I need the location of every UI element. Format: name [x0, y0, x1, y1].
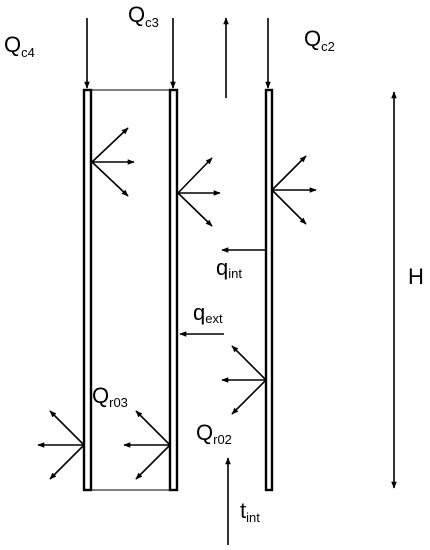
label-tint: tint — [240, 498, 260, 525]
label-height: H — [408, 264, 424, 289]
label-qr03: Qr03 — [92, 383, 128, 410]
label-qc2: Qc2 — [304, 26, 335, 54]
label-qint: qint — [216, 255, 242, 281]
radiation-fan-wall2-upper — [177, 157, 221, 227]
radiation-fan-wall2-lower — [123, 410, 171, 480]
label-qext: qext — [193, 300, 223, 326]
wall-1 — [82, 88, 93, 492]
label-qc4: Qc4 — [4, 32, 35, 60]
label-qr02: Qr02 — [196, 420, 232, 447]
wall-2 — [168, 88, 179, 492]
wall-3 — [264, 88, 274, 492]
radiation-fan-wall3-lower — [221, 345, 267, 415]
radiation-fan-wall1-upper — [91, 127, 135, 197]
radiation-fan-wall1-lower — [37, 410, 85, 480]
radiation-fan-wall3-upper — [271, 155, 317, 225]
label-qc3: Qc3 — [128, 2, 159, 30]
